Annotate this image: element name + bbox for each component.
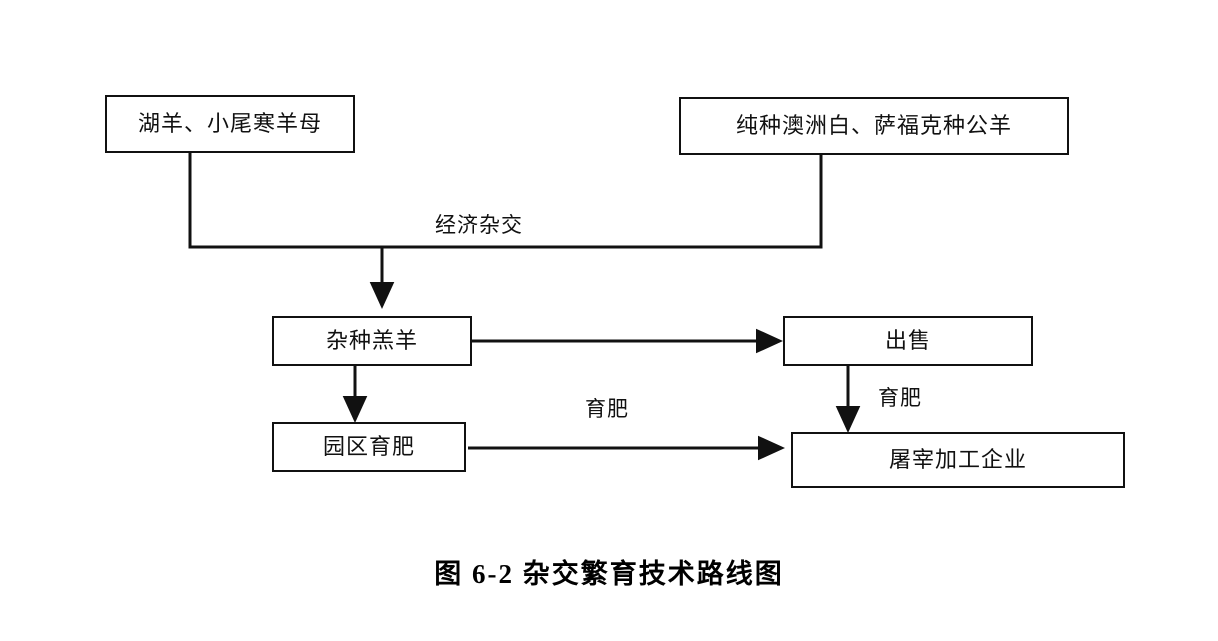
node-sell[interactable]: 出售 <box>783 316 1033 366</box>
node-ewe[interactable]: 湖羊、小尾寒羊母 <box>105 95 355 153</box>
node-park-fattening-label: 园区育肥 <box>322 434 415 459</box>
node-crossbred-lamb-label: 杂种羔羊 <box>325 328 418 353</box>
edge-label-crossbreeding: 经济杂交 <box>435 213 523 237</box>
node-ewe-label: 湖羊、小尾寒羊母 <box>137 111 322 136</box>
node-ram-label: 纯种澳洲白、萨福克种公羊 <box>735 113 1012 138</box>
figure-caption: 图 6-2 杂交繁育技术路线图 <box>434 559 784 589</box>
node-crossbred-lamb[interactable]: 杂种羔羊 <box>272 316 472 366</box>
node-slaughter-enterprise[interactable]: 屠宰加工企业 <box>791 432 1125 488</box>
edge-label-fatten-bottom: 育肥 <box>585 397 629 421</box>
edge-ewe-to-lamb <box>188 153 395 309</box>
node-sell-label: 出售 <box>884 328 931 353</box>
node-ram[interactable]: 纯种澳洲白、萨福克种公羊 <box>679 97 1069 155</box>
node-slaughter-enterprise-label: 屠宰加工企业 <box>888 447 1027 472</box>
edge-label-fatten-right: 育肥 <box>878 386 922 410</box>
node-park-fattening[interactable]: 园区育肥 <box>272 422 466 472</box>
